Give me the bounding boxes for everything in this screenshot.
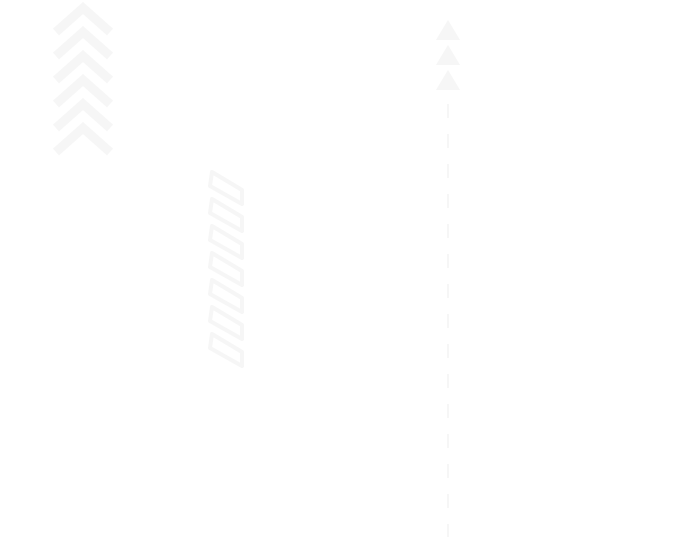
triangle-up-icon: [436, 45, 460, 65]
chevron-stack: [53, 1, 113, 156]
slanted-frame-icon: [208, 170, 244, 206]
chevron-up-icon: [53, 97, 113, 132]
slanted-frame-icon: [208, 224, 244, 260]
slanted-frame-icon: [208, 305, 244, 341]
triangle-up-icon: [436, 70, 460, 90]
slanted-frame-stack: [208, 170, 244, 368]
chevron-up-icon: [53, 121, 113, 156]
slanted-frame-icon: [208, 332, 244, 368]
triangle-up-icon: [436, 20, 460, 40]
slanted-frame-icon: [208, 278, 244, 314]
slanted-frame-icon: [208, 251, 244, 287]
chevron-up-icon: [53, 25, 113, 60]
chevron-up-icon: [53, 73, 113, 108]
triangle-stack: [436, 20, 460, 90]
chevron-up-icon: [53, 1, 113, 36]
slanted-frame-icon: [208, 197, 244, 233]
chevron-up-icon: [53, 49, 113, 84]
